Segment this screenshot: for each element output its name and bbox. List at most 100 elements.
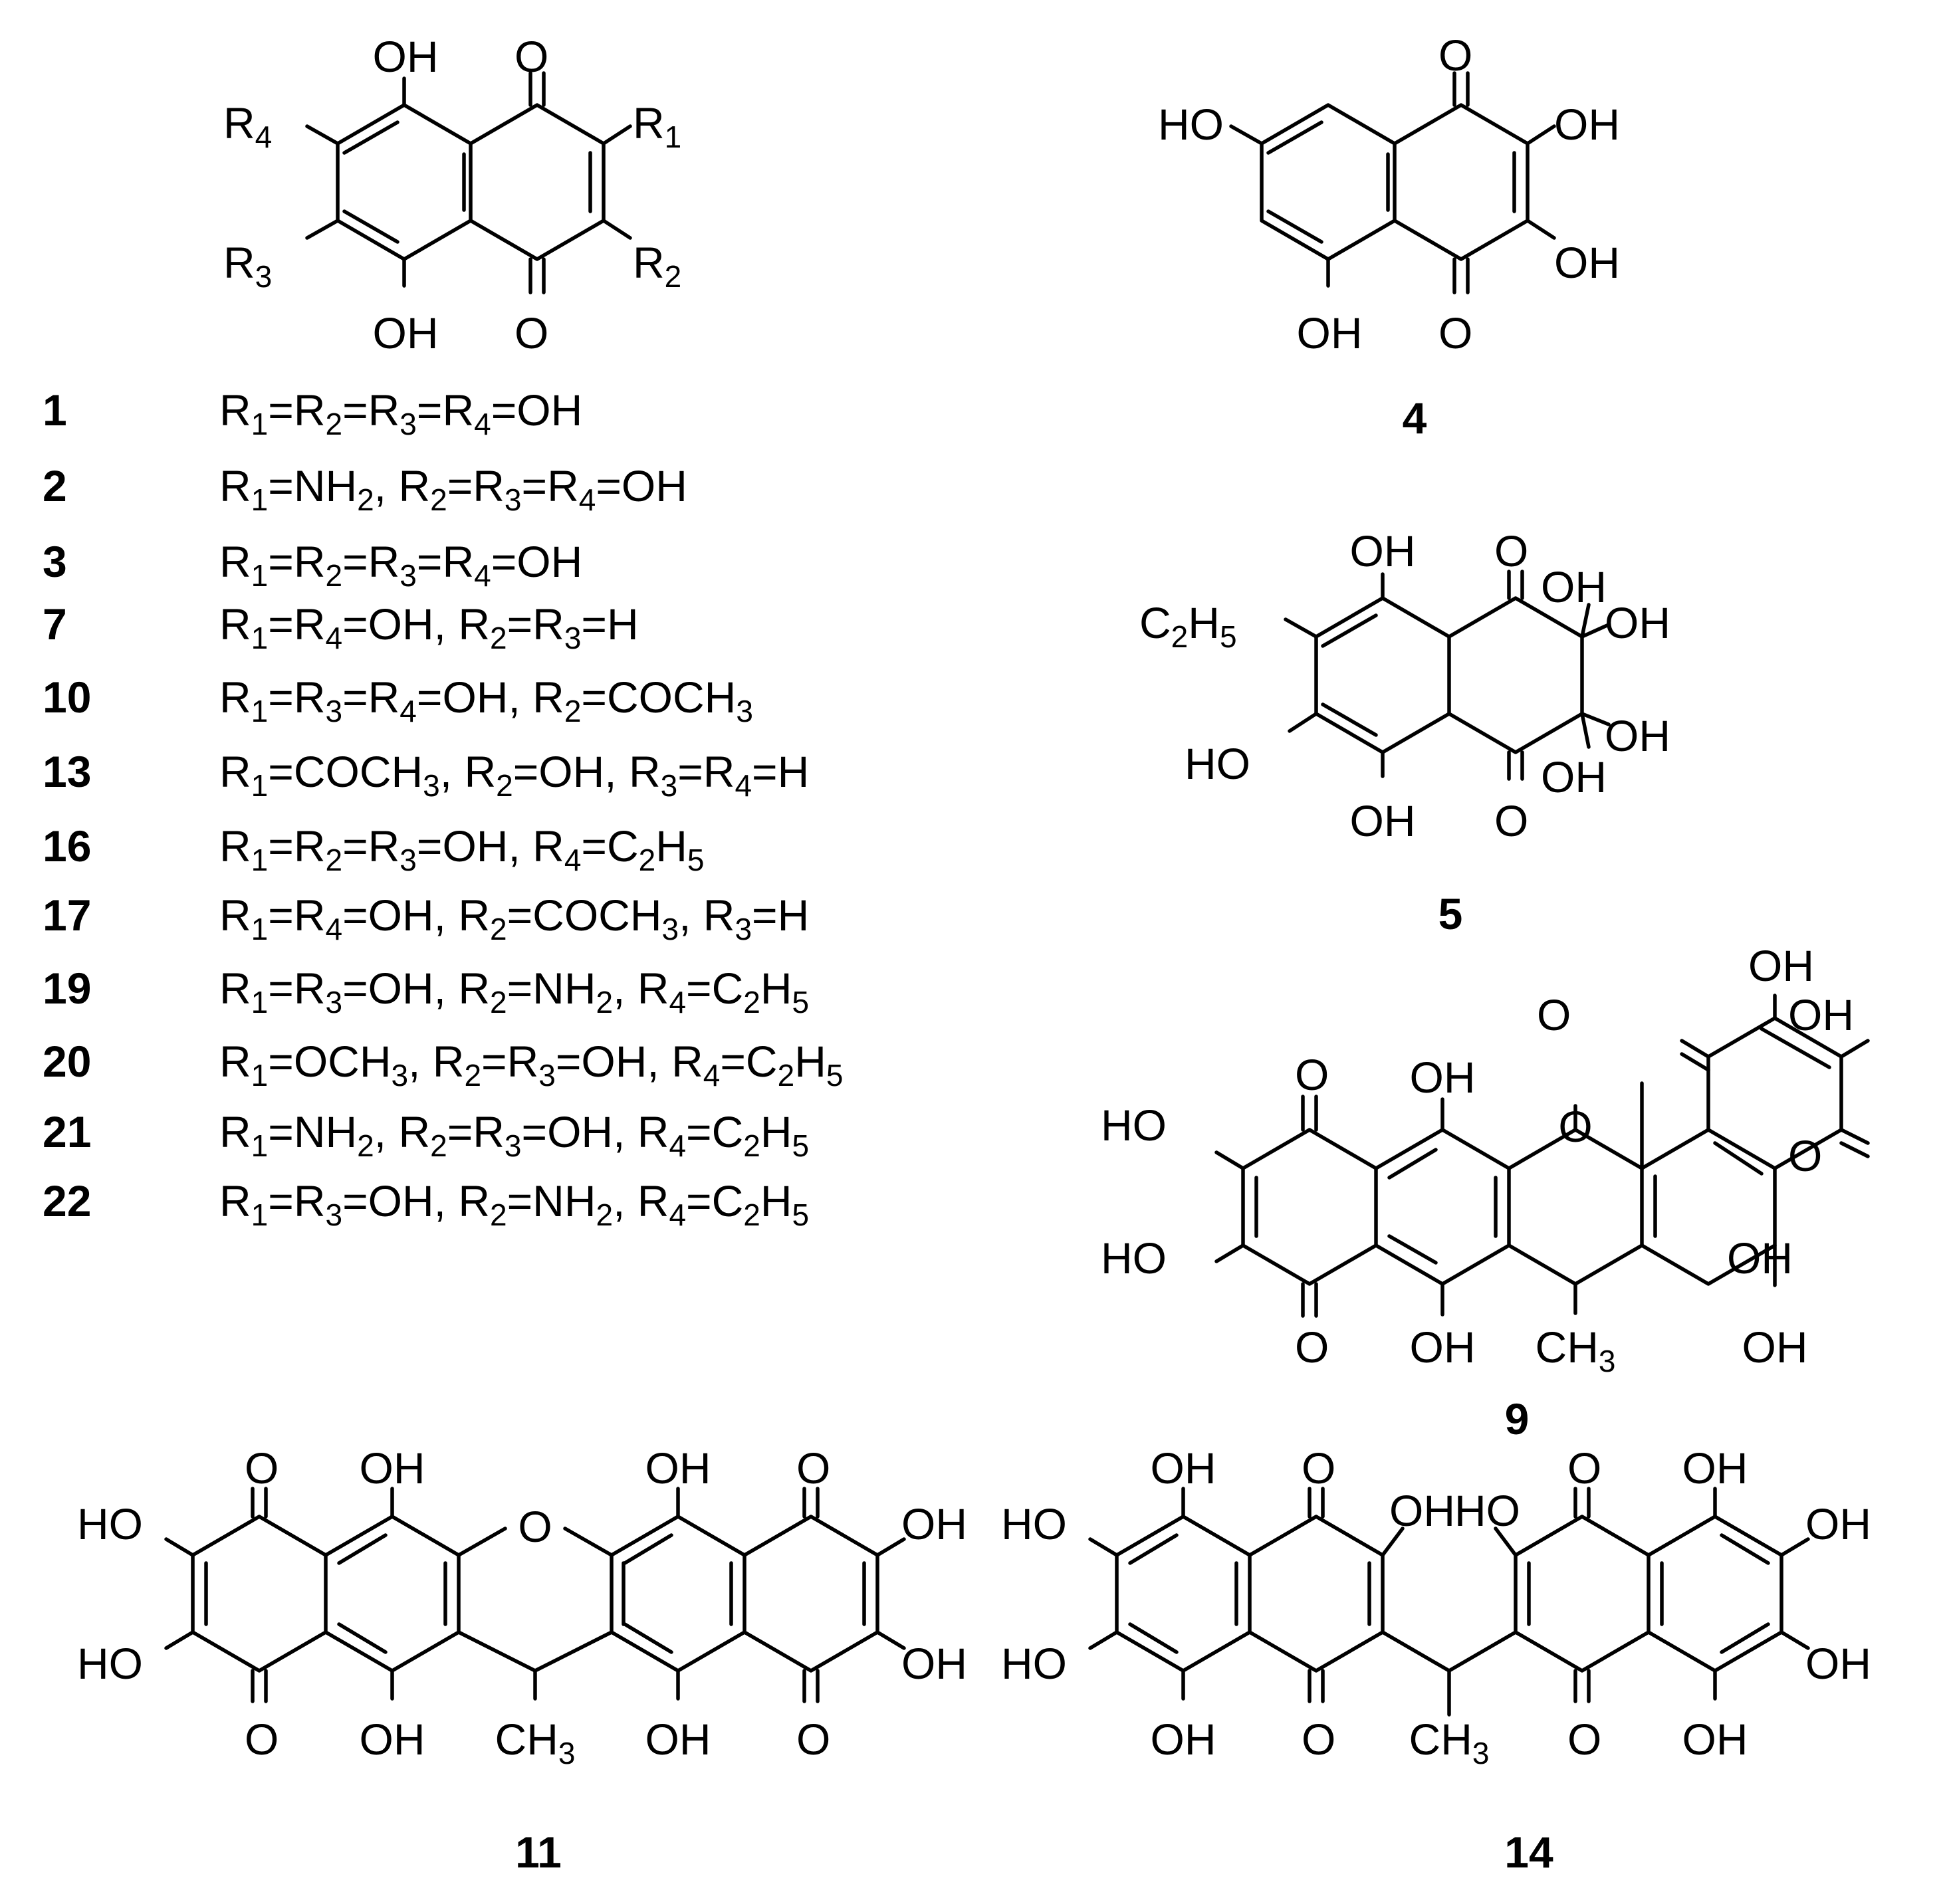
atom-o: O <box>796 1443 830 1493</box>
substituent-definition-13: R1=COCH3, R2=OH, R3=R4=H <box>219 747 809 803</box>
compound-id-13: 13 <box>43 747 91 796</box>
atom-o: O <box>1788 1131 1822 1180</box>
compound-14-structure: OH O OH HO O OH HO HO OH OH OH O CH3 O O… <box>1001 1443 1871 1877</box>
compound-label-14: 14 <box>1504 1828 1553 1877</box>
compound-label-9: 9 <box>1505 1394 1530 1443</box>
atom-c2h5: C2H5 <box>1139 598 1237 654</box>
atom-oh: OH <box>1605 598 1670 647</box>
atom-oh: OH <box>901 1499 967 1548</box>
atom-oh: OH <box>1605 711 1670 760</box>
substituent-definition-10: R1=R3=R4=OH, R2=COCH3 <box>219 673 753 728</box>
compound-id-19: 19 <box>43 964 91 1013</box>
atom-o: O <box>1302 1715 1335 1764</box>
compound-id-21: 21 <box>43 1107 91 1156</box>
atom-o: O <box>1537 990 1571 1039</box>
atom-ho: HO <box>1101 1233 1167 1283</box>
compound-id-22: 22 <box>43 1176 91 1225</box>
atom-oh: OH <box>1682 1715 1748 1764</box>
atom-o: O <box>1438 31 1472 80</box>
atom-oh: OH <box>360 1715 425 1764</box>
atom-oh: OH <box>1788 990 1854 1039</box>
atom-oh: OH <box>373 308 439 358</box>
atom-oh: OH <box>1682 1443 1748 1493</box>
substituent-definition-17: R1=R4=OH, R2=COCH3, R3=H <box>219 891 809 946</box>
compound-label-11: 11 <box>515 1828 562 1877</box>
compound-id-3: 3 <box>43 537 67 586</box>
atom-o: O <box>1494 526 1528 576</box>
atom-ho: HO <box>1158 100 1224 149</box>
compound-id-10: 10 <box>43 673 91 722</box>
compound-9-structure: O OH O HO HO O OH CH3 OH OH O OH OH O 9 <box>1101 941 1870 1443</box>
atom-o: O <box>515 32 548 81</box>
atom-oh: OH <box>1554 238 1620 287</box>
atom-oh: OH <box>1389 1486 1455 1535</box>
label-r1: R1 <box>633 98 681 154</box>
substituent-definition-7: R1=R4=OH, R2=R3=H <box>219 599 639 655</box>
atom-o: O <box>1295 1322 1329 1372</box>
atom-oh: OH <box>1805 1499 1871 1548</box>
atom-ho: HO <box>77 1639 143 1688</box>
substituent-definition-20: R1=OCH3, R2=R3=OH, R4=C2H5 <box>219 1037 843 1093</box>
substituent-definition-16: R1=R2=R3=OH, R4=C2H5 <box>219 821 704 877</box>
compound-4-structure: HO O OH OH OH O 4 <box>1158 31 1620 443</box>
atom-oh: OH <box>645 1443 711 1493</box>
atom-o-ring: O <box>518 1502 552 1551</box>
substituent-definition-1: R1=R2=R3=R4=OH <box>219 385 582 441</box>
atom-o: O <box>1295 1050 1329 1099</box>
atom-oh: OH <box>1410 1053 1476 1102</box>
atom-o: O <box>1567 1443 1601 1493</box>
atom-o: O <box>1302 1443 1335 1493</box>
compound-id-2: 2 <box>43 461 67 510</box>
atom-oh: OH <box>1727 1233 1793 1283</box>
atom-ho: HO <box>1185 739 1250 788</box>
label-r4: R4 <box>223 98 272 154</box>
substituent-definition-2: R1=NH2, R2=R3=R4=OH <box>219 461 687 517</box>
atom-o-ring: O <box>1558 1102 1592 1151</box>
generic-naphthoquinone-structure: OH O OH O R4 R3 R1 R2 <box>223 32 681 358</box>
atom-o: O <box>1567 1715 1601 1764</box>
label-r2: R2 <box>633 238 681 294</box>
atom-ho: HO <box>1001 1499 1067 1548</box>
atom-o: O <box>245 1715 279 1764</box>
compound-label-4: 4 <box>1403 393 1427 443</box>
atom-oh: OH <box>360 1443 425 1493</box>
substituent-definition-3: R1=R2=R3=R4=OH <box>219 537 582 593</box>
substituent-definition-21: R1=NH2, R2=R3=OH, R4=C2H5 <box>219 1107 809 1163</box>
atom-ch3: CH3 <box>1409 1715 1490 1770</box>
atom-ch3: CH3 <box>495 1715 576 1770</box>
atom-oh: OH <box>1748 941 1814 990</box>
compound-id-17: 17 <box>43 891 91 940</box>
atom-oh: OH <box>1805 1639 1871 1688</box>
compound-5-structure: OH O OH OH OH OH HO OH O C2H5 5 <box>1139 526 1670 938</box>
atom-oh: OH <box>1742 1322 1808 1372</box>
compound-id-7: 7 <box>43 599 67 649</box>
atom-oh: OH <box>1554 100 1620 149</box>
atom-oh: OH <box>1541 752 1607 801</box>
atom-ho: HO <box>1454 1486 1520 1535</box>
compound-id-20: 20 <box>43 1037 91 1086</box>
compound-label-5: 5 <box>1438 889 1463 938</box>
atom-oh: OH <box>1350 796 1416 845</box>
compound-id-16: 16 <box>43 821 91 871</box>
atom-ho: HO <box>77 1499 143 1548</box>
atom-ho: HO <box>1001 1639 1067 1688</box>
atom-o: O <box>796 1715 830 1764</box>
substituent-definition-22: R1=R3=OH, R2=NH2, R4=C2H5 <box>219 1176 809 1232</box>
atom-oh: OH <box>645 1715 711 1764</box>
substituent-definition-19: R1=R3=OH, R2=NH2, R4=C2H5 <box>219 964 809 1019</box>
atom-o: O <box>1438 308 1472 358</box>
atom-oh: OH <box>901 1639 967 1688</box>
atom-oh: OH <box>1410 1322 1476 1372</box>
atom-o: O <box>515 308 548 358</box>
label-r3: R3 <box>223 238 272 294</box>
atom-oh: OH <box>1151 1715 1216 1764</box>
atom-oh: OH <box>373 32 439 81</box>
atom-oh: OH <box>1297 308 1363 358</box>
atom-oh: OH <box>1151 1443 1216 1493</box>
atom-oh: OH <box>1541 562 1607 611</box>
atom-oh: OH <box>1350 526 1416 576</box>
compound-id-1: 1 <box>43 385 67 435</box>
